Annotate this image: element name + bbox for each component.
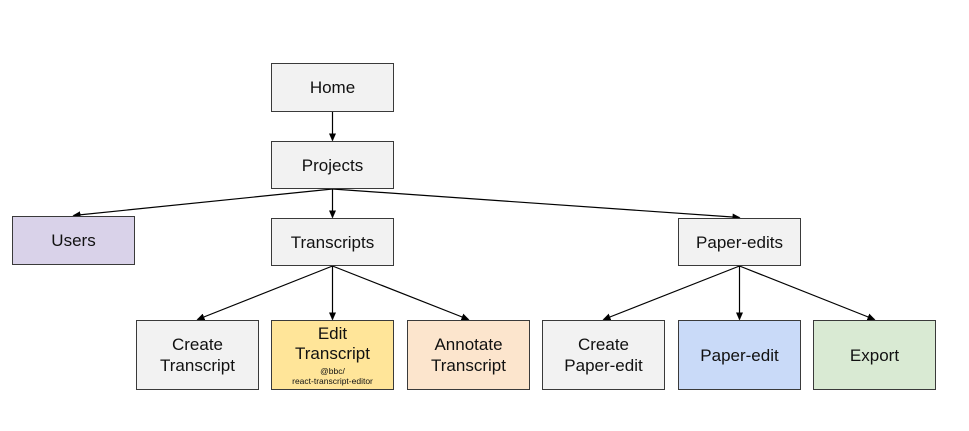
transcripts-label: Transcripts [290,232,375,252]
annotate-transcript-label-line1: Annotate [434,335,503,354]
paper-edits-node: Paper-edits [678,218,801,266]
paper-edits-label: Paper-edits [696,232,783,252]
edit-transcript-node: Edit Transcript @bbc/ react-transcript-e… [271,320,394,390]
create-transcript-label-line1: Create [171,335,224,354]
edge-projects-to-paper-edits [332,188,741,221]
create-paper-edit-label-line1: Create [577,335,630,354]
create-transcript-node: Create Transcript [136,320,259,390]
edge-paper-edits-to-create-paper-edit [602,265,740,321]
paper-edit-node: Paper-edit [678,320,801,390]
edit-transcript-label-line2: Transcript [295,344,370,363]
projects-node: Projects [271,141,394,189]
home-node: Home [271,63,394,112]
edge-projects-to-users [72,188,333,219]
edit-transcript-label-line1: Edit [317,324,348,343]
projects-label: Projects [301,155,364,175]
annotate-transcript-node: Annotate Transcript [407,320,530,390]
paper-edit-label: Paper-edit [700,345,779,365]
edit-transcript-package-scope: @bbc/ [320,366,345,376]
create-paper-edit-label-line2: Paper-edit [564,356,643,375]
export-node: Export [813,320,936,390]
create-paper-edit-node: Create Paper-edit [542,320,665,390]
create-transcript-label-line2: Transcript [160,356,235,375]
edge-paper-edits-to-export [739,265,876,321]
annotate-transcript-label-line2: Transcript [431,356,506,375]
users-node: Users [12,216,135,265]
edge-transcripts-to-annotate-transcript [332,265,470,321]
edit-transcript-package-name: react-transcript-editor [292,376,373,386]
export-label: Export [849,345,900,365]
transcripts-node: Transcripts [271,218,394,266]
users-label: Users [51,231,96,250]
edge-transcripts-to-create-transcript [196,265,333,321]
home-label: Home [309,78,356,97]
